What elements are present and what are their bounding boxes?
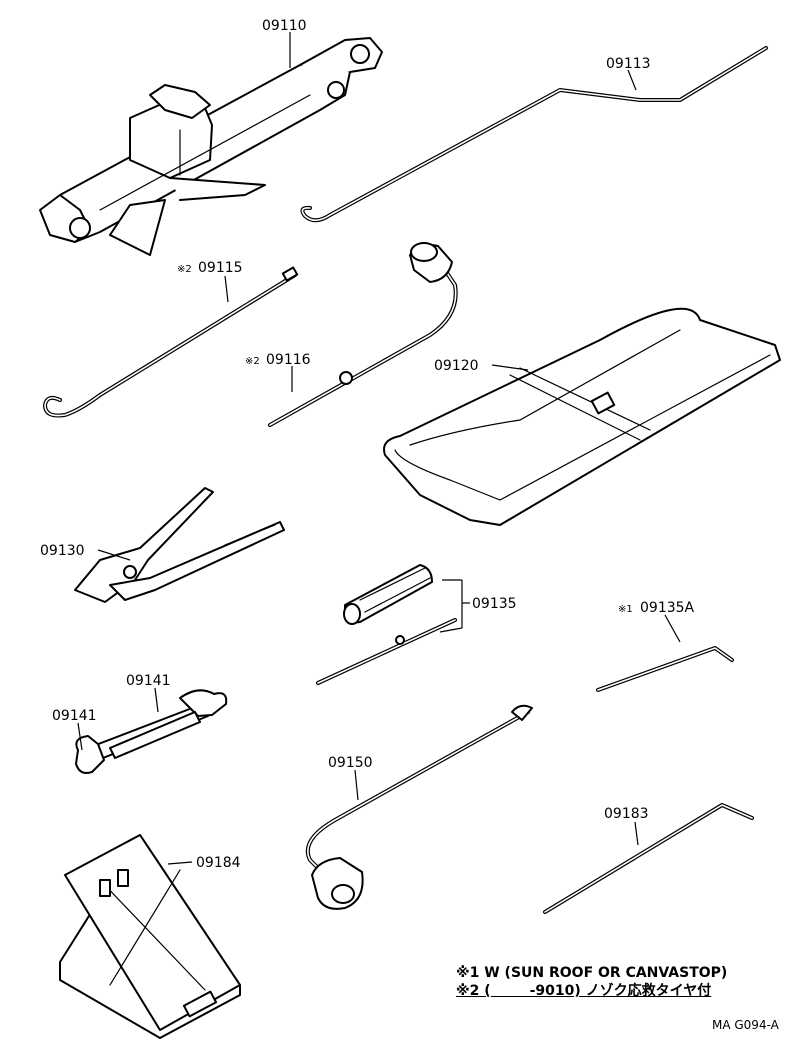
label-screwdriver-alt-mark: ※1 (618, 604, 633, 615)
footnotes: ※1 W (SUN ROOF OR CANVASTOP) ※2 ( -9010)… (456, 964, 727, 1000)
footnote-2-text: ( -9010) ノゾク応救タイヤ付 (484, 983, 712, 999)
pliers-drawing (74, 487, 285, 603)
label-lug-wrench: 09150 (328, 755, 373, 771)
jack-drawing (39, 37, 383, 256)
label-wrench-lower: 09141 (52, 708, 97, 724)
label-hook-rod-mark: ※2 (177, 264, 192, 275)
footnote-2: ※2 ( -9010) ノゾク応救タイヤ付 (456, 982, 727, 1000)
screwdriver-drawing (316, 564, 457, 685)
label-bar: 09183 (604, 806, 649, 822)
label-jack-handle: 09113 (606, 56, 651, 72)
wheel-chock-drawing (59, 834, 241, 1039)
label-jack: 09110 (262, 18, 307, 34)
tool-bag-drawing (383, 307, 781, 526)
label-screwdriver-alt: 09135A (640, 600, 695, 616)
footnote-1-mark: ※1 (456, 965, 480, 981)
socket-extension-drawing (268, 242, 458, 427)
screwdriver-alt-drawing (596, 646, 734, 692)
footnote-2-mark: ※2 (456, 983, 480, 999)
leader-lines (77, 32, 681, 865)
label-pliers: 09130 (40, 543, 85, 559)
label-tool-bag: 09120 (434, 358, 479, 374)
lug-wrench-drawing (305, 704, 533, 910)
bar-drawing (543, 803, 754, 914)
drawing-code: MA G094-A (712, 1018, 779, 1032)
label-wheel-chock: 09184 (196, 855, 241, 871)
hook-rod-drawing (43, 266, 299, 418)
label-socket-extension: 09116 (266, 352, 311, 368)
label-socket-extension-mark: ※2 (245, 356, 260, 367)
label-screwdriver: 09135 (472, 596, 517, 612)
jack-handle-drawing (300, 46, 768, 223)
footnote-1-text: W (SUN ROOF OR CANVASTOP) (484, 965, 728, 981)
label-hook-rod: 09115 (198, 260, 243, 276)
wrench-drawing (75, 689, 228, 774)
footnote-1: ※1 W (SUN ROOF OR CANVASTOP) (456, 964, 727, 982)
label-wrench-upper: 09141 (126, 673, 171, 689)
